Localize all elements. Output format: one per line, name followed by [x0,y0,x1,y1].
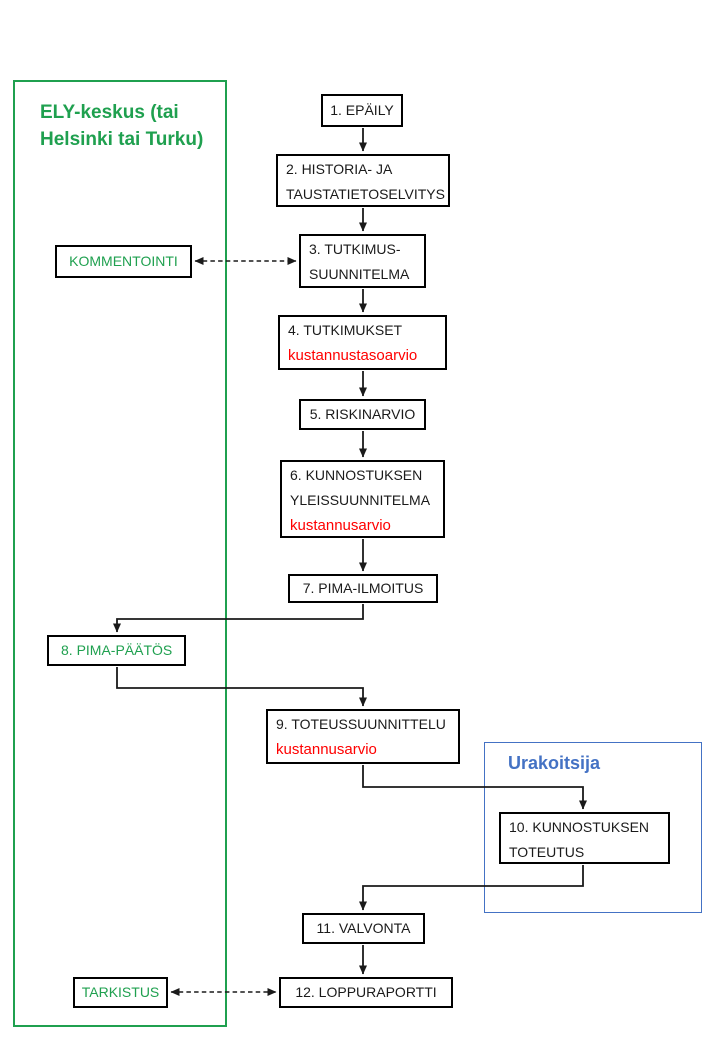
node-label: KOMMENTOINTI [69,253,178,269]
node-tarkistus: TARKISTUS [73,977,168,1008]
node-6-kunnostuksen-yleissuunnitelma: 6. KUNNOSTUKSEN YLEISSUUNNITELMA kustann… [280,460,445,538]
node-label: 2. HISTORIA- JA TAUSTATIETOSELVITYS [286,161,445,202]
urakoitsija-region-frame [484,742,702,913]
node-5-riskinarvio: 5. RISKINARVIO [299,399,426,430]
node-label: 7. PIMA-ILMOITUS [302,580,424,596]
ely-region-title: ELY-keskus (tai Helsinki tai Turku) [40,102,204,150]
node-label: 10. KUNNOSTUKSEN TOTEUTUS [509,819,650,860]
node-10-kunnostuksen-toteutus: 10. KUNNOSTUKSEN TOTEUTUS [499,812,670,864]
node-12-loppuraportti: 12. LOPPURAPORTTI [279,977,453,1008]
ely-region-frame [13,80,227,1027]
node-7-pima-ilmoitus: 7. PIMA-ILMOITUS [288,574,438,603]
node-label: 5. RISKINARVIO [309,406,416,422]
node-cost-note: kustannusarvio [290,517,391,534]
node-1-epaily: 1. EPÄILY [321,94,403,127]
urakoitsija-region-title: Urakoitsija [508,753,601,773]
node-label: 1. EPÄILY [330,102,394,118]
node-cost-note: kustannusarvio [276,741,377,758]
node-3-tutkimussuunnitelma: 3. TUTKIMUS-SUUNNITELMA [299,234,426,288]
node-2-historia-ja-taustatietoselvitys: 2. HISTORIA- JA TAUSTATIETOSELVITYS [276,154,450,207]
node-label: 11. VALVONTA [316,920,411,936]
node-label: 9. TOTEUSSUUNNITTELU [276,716,446,732]
node-label: 4. TUTKIMUKSET [288,322,403,338]
node-label: 3. TUTKIMUS-SUUNNITELMA [309,241,410,282]
node-8-pima-paatos: 8. PIMA-PÄÄTÖS [47,635,186,666]
node-cost-note: kustannustasoarvio [288,347,418,364]
node-9-toteussuunnittelu: 9. TOTEUSSUUNNITTELU kustannusarvio [266,709,460,764]
node-4-tutkimukset: 4. TUTKIMUKSET kustannustasoarvio [278,315,447,370]
node-11-valvonta: 11. VALVONTA [302,913,425,944]
node-label: 12. LOPPURAPORTTI [295,984,437,1000]
node-label: TARKISTUS [81,984,160,1000]
node-label: 6. KUNNOSTUKSEN YLEISSUUNNITELMA [290,467,431,508]
node-label: 8. PIMA-PÄÄTÖS [61,642,173,658]
node-kommentointi: KOMMENTOINTI [55,245,192,278]
